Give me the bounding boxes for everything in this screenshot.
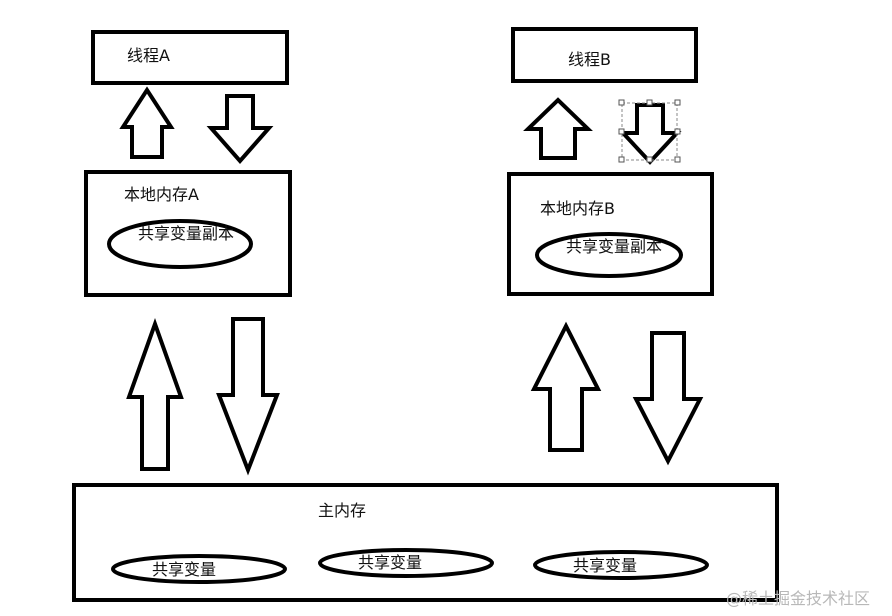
- arrow-down-local-b-to-main: [632, 331, 704, 466]
- shared-var-3-ellipse: [533, 550, 709, 580]
- selection-handle[interactable]: [646, 99, 653, 106]
- selection-handle[interactable]: [618, 128, 625, 135]
- arrow-down-thread-a-to-local-a: [206, 94, 274, 165]
- shared-copy-a-label: 共享变量副本: [138, 224, 235, 243]
- selection-handle[interactable]: [646, 156, 653, 163]
- selection-handle[interactable]: [674, 128, 681, 135]
- main-memory-label: 主内存: [318, 501, 367, 520]
- selection-handle[interactable]: [618, 156, 625, 163]
- selection-frame[interactable]: [618, 99, 681, 163]
- thread-b-label: 线程B: [568, 50, 611, 69]
- shared-var-label: 共享变量: [152, 560, 217, 579]
- watermark: @稀土掘金技术社区: [726, 589, 871, 608]
- arrow-down-thread-b-to-local-b: [618, 103, 682, 165]
- arrow-down-local-a-to-main: [216, 317, 280, 476]
- thread-a-box: [91, 30, 289, 85]
- shared-var-2-ellipse: [318, 548, 494, 578]
- shared-copy-b-label: 共享变量副本: [566, 237, 663, 256]
- thread-a-label: 线程A: [127, 46, 170, 65]
- shared-var-label: 共享变量: [358, 553, 423, 572]
- arrow-up-main-to-local-b: [530, 321, 602, 452]
- shared-copy-b-ellipse: [535, 232, 683, 278]
- selection-handle[interactable]: [674, 156, 681, 163]
- selection-handle[interactable]: [618, 99, 625, 106]
- arrow-up-local-b-to-thread-b: [523, 97, 593, 160]
- shared-var-1-ellipse: [111, 554, 287, 584]
- arrow-up-local-a-to-thread-a: [119, 86, 175, 159]
- local-memory-a-label: 本地内存A: [124, 185, 199, 204]
- shared-var-label: 共享变量: [573, 556, 638, 575]
- local-memory-b-label: 本地内存B: [540, 199, 615, 218]
- thread-b-box: [511, 27, 698, 83]
- selection-handle[interactable]: [674, 99, 681, 106]
- shared-copy-a-ellipse: [107, 219, 253, 269]
- arrow-up-main-to-local-a: [126, 318, 184, 471]
